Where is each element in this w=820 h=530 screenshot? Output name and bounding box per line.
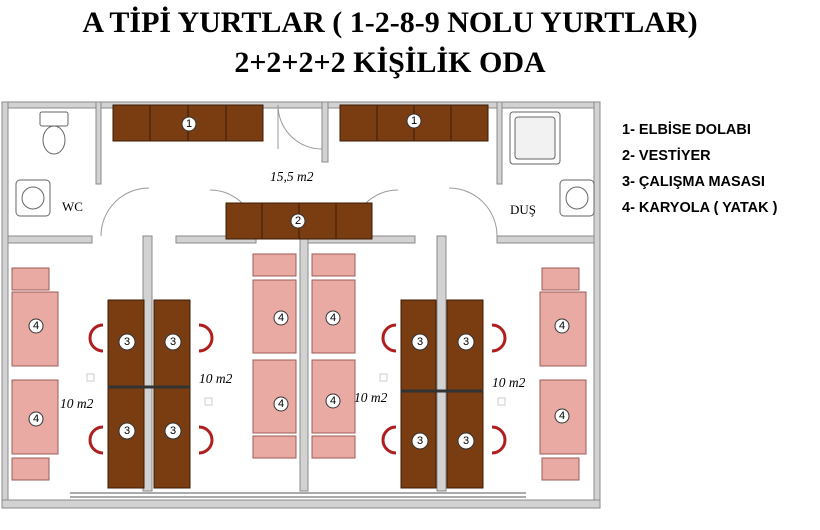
walls: [1, 101, 601, 509]
marker-bed: 4: [33, 320, 39, 332]
legend-item-coat-rack: 2- VESTİYER: [622, 148, 711, 164]
label-common-area: 15,5 m2: [270, 169, 314, 184]
marker-bed: 4: [33, 413, 39, 425]
page-title: A TİPİ YURTLAR ( 1-2-8-9 NOLU YURTLAR): [82, 6, 698, 39]
legend-item-bed: 4- KARYOLA ( YATAK ): [622, 200, 778, 216]
marker-desk: 3: [463, 336, 469, 348]
shower-icon: [509, 111, 561, 165]
label-room-area: 10 m2: [60, 396, 94, 411]
marker-desk: 3: [170, 425, 176, 437]
desk-dividers: [108, 385, 483, 393]
marker-bed: 4: [278, 398, 284, 410]
legend-item-desk: 3- ÇALIŞMA MASASI: [622, 174, 765, 190]
marker-desk: 3: [417, 336, 423, 348]
marker-bed: 4: [330, 395, 336, 407]
label-room-area: 10 m2: [199, 371, 233, 386]
beds: [11, 253, 587, 481]
window: [70, 492, 526, 498]
marker-labels: 1 1 2 3 3 3 3 3 3 3 3 4 4 4 4 4 4 4 4: [33, 115, 565, 447]
marker-bed: 4: [278, 312, 284, 324]
marker-desk: 3: [124, 425, 130, 437]
markers: [28, 113, 570, 450]
dus-sink-icon: [559, 179, 595, 217]
label-room-area: 10 m2: [492, 375, 526, 390]
wc-sink-icon: [15, 179, 51, 217]
floor-plan: 1 1 2 3 3 3 3 3 3 3 3 4 4 4 4 4 4 4 4 WC…: [1, 101, 601, 509]
label-wc: WC: [62, 199, 83, 214]
marker-wardrobe-right: 1: [411, 115, 417, 127]
marker-desk: 3: [463, 435, 469, 447]
toilet-icon: [39, 111, 69, 155]
marker-wardrobe-left: 1: [186, 118, 192, 130]
legend-item-wardrobe: 1- ELBİSE DOLABI: [622, 122, 751, 138]
label-dus: DUŞ: [510, 202, 536, 217]
page-subtitle: 2+2+2+2 KİŞİLİK ODA: [234, 46, 546, 79]
chairs: [88, 323, 507, 455]
marker-coat-rack: 2: [295, 215, 301, 227]
floor-dots: [86, 373, 506, 406]
desks: [107, 299, 484, 489]
label-room-area: 10 m2: [354, 390, 388, 405]
marker-bed: 4: [330, 312, 336, 324]
marker-bed: 4: [559, 410, 565, 422]
marker-bed: 4: [559, 320, 565, 332]
marker-desk: 3: [170, 336, 176, 348]
marker-desk: 3: [124, 336, 130, 348]
marker-desk: 3: [417, 435, 423, 447]
